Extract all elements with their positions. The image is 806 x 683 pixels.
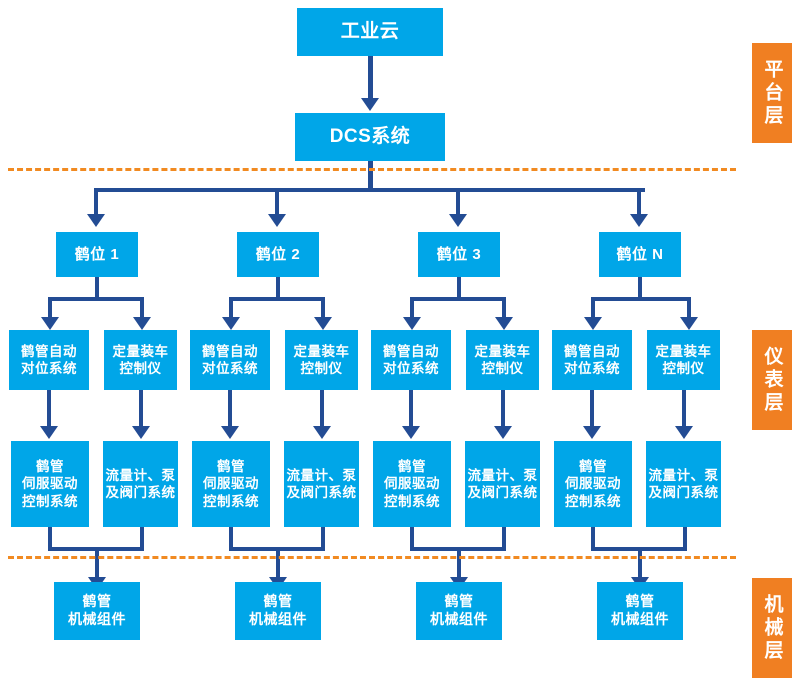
fork-bar-group-3 [410, 297, 506, 301]
node-mechanical-3[interactable]: 鹤管 机械组件 [416, 582, 502, 640]
merge-stem-group-2 [276, 547, 280, 579]
fork-bar-group-4 [591, 297, 687, 301]
node-mechanical-4[interactable]: 鹤管 机械组件 [597, 582, 683, 640]
bus-drop-station-1 [94, 188, 98, 216]
arrowhead-driver-8 [675, 426, 693, 439]
fork-stem-group-1 [95, 277, 99, 299]
arrowhead-station-3 [449, 214, 467, 227]
merge-left-group-2 [229, 527, 233, 551]
node-instrument-4[interactable]: 定量装车 控制仪 [285, 330, 358, 390]
node-instrument-8[interactable]: 定量装车 控制仪 [647, 330, 720, 390]
node-station-4[interactable]: 鹤位 N [599, 232, 681, 277]
node-instrument-1[interactable]: 鹤管自动 对位系统 [9, 330, 89, 390]
bus-drop-station-4 [637, 188, 641, 216]
fork-left-group-2 [229, 297, 233, 319]
layer-tag-mechanical: 机械层 [752, 578, 792, 678]
fork-right-group-3 [502, 297, 506, 319]
arrowhead-driver-6 [494, 426, 512, 439]
node-driver-8[interactable]: 流量计、泵 及阀门系统 [646, 441, 721, 527]
connector-cloud-to-dcs [368, 56, 373, 98]
node-station-3[interactable]: 鹤位 3 [418, 232, 500, 277]
node-driver-6[interactable]: 流量计、泵 及阀门系统 [465, 441, 540, 527]
merge-right-group-2 [321, 527, 325, 551]
bus-drop-station-2 [275, 188, 279, 216]
arrowhead-driver-7 [583, 426, 601, 439]
arrowhead-driver-2 [132, 426, 150, 439]
fork-left-group-1 [48, 297, 52, 319]
node-driver-1[interactable]: 鹤管 伺服驱动 控制系统 [11, 441, 89, 527]
arrowhead-instr-8 [680, 317, 698, 330]
connector-instr-1-to-driver-1 [47, 390, 51, 428]
merge-left-group-1 [48, 527, 52, 551]
fork-right-group-4 [687, 297, 691, 319]
fork-left-group-3 [410, 297, 414, 319]
fork-right-group-1 [140, 297, 144, 319]
fork-bar-group-1 [48, 297, 144, 301]
bus-dcs-to-stations [94, 188, 645, 192]
arrowhead-station-4 [630, 214, 648, 227]
arrowhead-instr-6 [495, 317, 513, 330]
connector-instr-3-to-driver-3 [228, 390, 232, 428]
node-instrument-5[interactable]: 鹤管自动 对位系统 [371, 330, 451, 390]
arrowhead-driver-4 [313, 426, 331, 439]
connector-instr-4-to-driver-4 [320, 390, 324, 428]
node-dcs-system[interactable]: DCS系统 [295, 113, 445, 161]
node-instrument-7[interactable]: 鹤管自动 对位系统 [552, 330, 632, 390]
node-driver-5[interactable]: 鹤管 伺服驱动 控制系统 [373, 441, 451, 527]
node-industrial-cloud[interactable]: 工业云 [297, 8, 443, 56]
merge-left-group-3 [410, 527, 414, 551]
node-instrument-6[interactable]: 定量装车 控制仪 [466, 330, 539, 390]
layer-tag-platform: 平台层 [752, 43, 792, 143]
fork-stem-group-2 [276, 277, 280, 299]
merge-stem-group-4 [638, 547, 642, 579]
connector-dcs-stem [368, 161, 373, 191]
arrowhead-driver-3 [221, 426, 239, 439]
fork-left-group-4 [591, 297, 595, 319]
arrowhead-driver-5 [402, 426, 420, 439]
node-driver-3[interactable]: 鹤管 伺服驱动 控制系统 [192, 441, 270, 527]
merge-right-group-4 [683, 527, 687, 551]
connector-instr-5-to-driver-5 [409, 390, 413, 428]
arrowhead-instr-2 [133, 317, 151, 330]
arrowhead-instr-3 [222, 317, 240, 330]
merge-right-group-3 [502, 527, 506, 551]
merge-stem-group-3 [457, 547, 461, 579]
node-station-2[interactable]: 鹤位 2 [237, 232, 319, 277]
arrowhead-station-2 [268, 214, 286, 227]
node-instrument-3[interactable]: 鹤管自动 对位系统 [190, 330, 270, 390]
node-driver-4[interactable]: 流量计、泵 及阀门系统 [284, 441, 359, 527]
node-mechanical-2[interactable]: 鹤管 机械组件 [235, 582, 321, 640]
arrowhead-instr-4 [314, 317, 332, 330]
layer-tag-instrument: 仪表层 [752, 330, 792, 430]
arrowhead-instr-7 [584, 317, 602, 330]
connector-instr-6-to-driver-6 [501, 390, 505, 428]
divider-instrument-mechanical [8, 556, 736, 559]
arrowhead-instr-5 [403, 317, 421, 330]
fork-stem-group-3 [457, 277, 461, 299]
arrowhead-station-1 [87, 214, 105, 227]
divider-platform-instrument [8, 168, 736, 171]
connector-instr-8-to-driver-8 [682, 390, 686, 428]
connector-instr-7-to-driver-7 [590, 390, 594, 428]
node-mechanical-1[interactable]: 鹤管 机械组件 [54, 582, 140, 640]
fork-bar-group-2 [229, 297, 325, 301]
merge-right-group-1 [140, 527, 144, 551]
node-station-1[interactable]: 鹤位 1 [56, 232, 138, 277]
merge-left-group-4 [591, 527, 595, 551]
merge-stem-group-1 [95, 547, 99, 579]
fork-right-group-2 [321, 297, 325, 319]
bus-drop-station-3 [456, 188, 460, 216]
connector-instr-2-to-driver-2 [139, 390, 143, 428]
node-driver-2[interactable]: 流量计、泵 及阀门系统 [103, 441, 178, 527]
arrowhead-instr-1 [41, 317, 59, 330]
fork-stem-group-4 [638, 277, 642, 299]
arrowhead-cloud-to-dcs [361, 98, 379, 111]
node-driver-7[interactable]: 鹤管 伺服驱动 控制系统 [554, 441, 632, 527]
arrowhead-driver-1 [40, 426, 58, 439]
node-instrument-2[interactable]: 定量装车 控制仪 [104, 330, 177, 390]
